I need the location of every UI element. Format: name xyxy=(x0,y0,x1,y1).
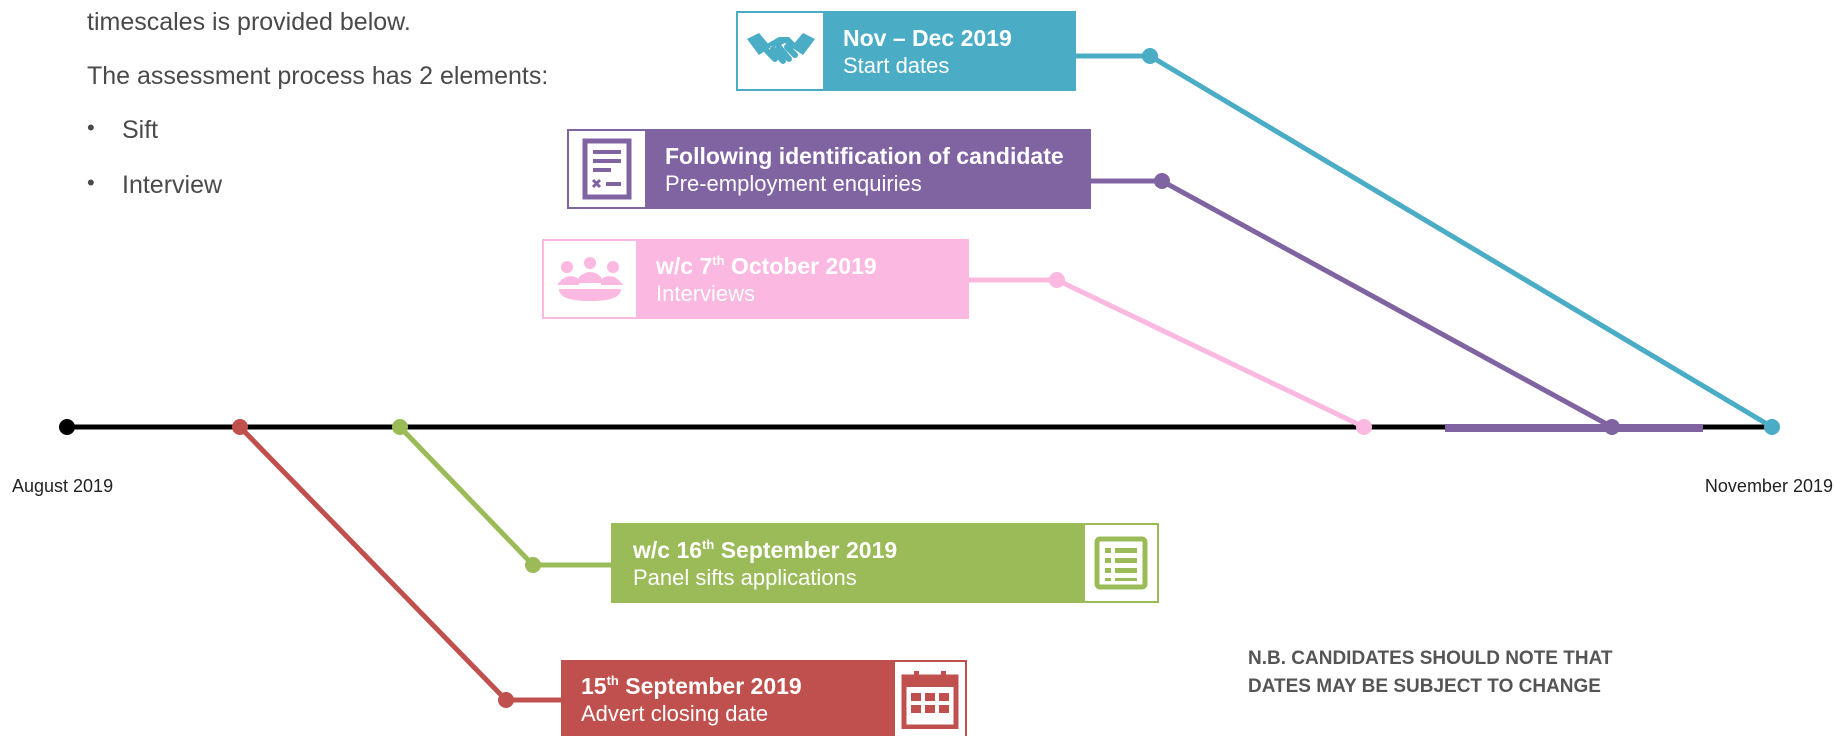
milestone-card-interviews: w/c 7th October 2019 Interviews xyxy=(542,239,969,319)
milestone-card-pre-employment: Following identification of candidate Pr… xyxy=(567,129,1091,209)
dates-change-note: N.B. CANDIDATES SHOULD NOTE THAT DATES M… xyxy=(1248,645,1613,701)
axis-start-label: August 2019 xyxy=(12,476,114,496)
advert-closing-description: Advert closing date xyxy=(581,700,769,726)
start-dates-description: Start dates xyxy=(843,52,950,78)
advert-closing-elbow-dot xyxy=(498,692,514,708)
panel-sift-date: w/c 16th September 2019 xyxy=(633,536,898,563)
note-line-2: DATES MAY BE SUBJECT TO CHANGE xyxy=(1248,676,1601,697)
interviews-elbow-dot xyxy=(1049,272,1065,288)
form-document-icon xyxy=(569,131,645,207)
interviews-description: Interviews xyxy=(656,280,756,306)
start-dates-date: Nov – Dec 2019 xyxy=(843,24,1012,51)
note-line-1: N.B. CANDIDATES SHOULD NOTE THAT xyxy=(1248,648,1613,669)
interviews-connector xyxy=(968,277,1366,430)
panel-sift-connector xyxy=(398,425,612,568)
advert-closing-connector xyxy=(238,425,562,703)
handshake-icon xyxy=(738,13,823,89)
bullet-marker: • xyxy=(87,170,95,195)
element-sift: Sift xyxy=(122,116,159,144)
milestone-card-panel-sift: w/c 16th September 2019 Panel sifts appl… xyxy=(611,523,1159,603)
element-interview: Interview xyxy=(122,171,223,199)
milestone-card-advert-closing: 15th September 2019 Advert closing date xyxy=(561,660,967,736)
axis-start-dot xyxy=(59,419,75,435)
axis-end-label: November 2019 xyxy=(1704,476,1833,496)
pre-employment-description: Pre-employment enquiries xyxy=(665,170,922,196)
advert-closing-date: 15th September 2019 xyxy=(581,672,802,699)
start-dates-elbow-dot xyxy=(1142,48,1158,64)
meeting-people-icon xyxy=(544,241,636,317)
pre-employment-date: Following identification of candidate xyxy=(665,142,1064,169)
intro-line-2: The assessment process has 2 elements: xyxy=(87,62,549,90)
panel-sift-axis-dot xyxy=(392,419,408,435)
pre-employment-axis-dot xyxy=(1604,419,1620,435)
intro-line-1: timescales is provided below. xyxy=(87,8,411,36)
panel-sift-description: Panel sifts applications xyxy=(633,564,857,590)
calendar-icon xyxy=(895,662,965,736)
start-dates-connector xyxy=(1075,53,1774,430)
interviews-date: w/c 7th October 2019 xyxy=(656,252,877,279)
pre-employment-elbow-dot xyxy=(1154,173,1170,189)
bullet-marker: • xyxy=(87,115,95,140)
pre-employment-connector xyxy=(1090,178,1614,430)
checklist-icon xyxy=(1085,525,1157,601)
start-dates-axis-dot xyxy=(1764,419,1780,435)
interviews-axis-dot xyxy=(1356,419,1372,435)
milestone-card-start-dates: Nov – Dec 2019 Start dates xyxy=(736,11,1076,91)
panel-sift-elbow-dot xyxy=(525,557,541,573)
advert-closing-axis-dot xyxy=(232,419,248,435)
